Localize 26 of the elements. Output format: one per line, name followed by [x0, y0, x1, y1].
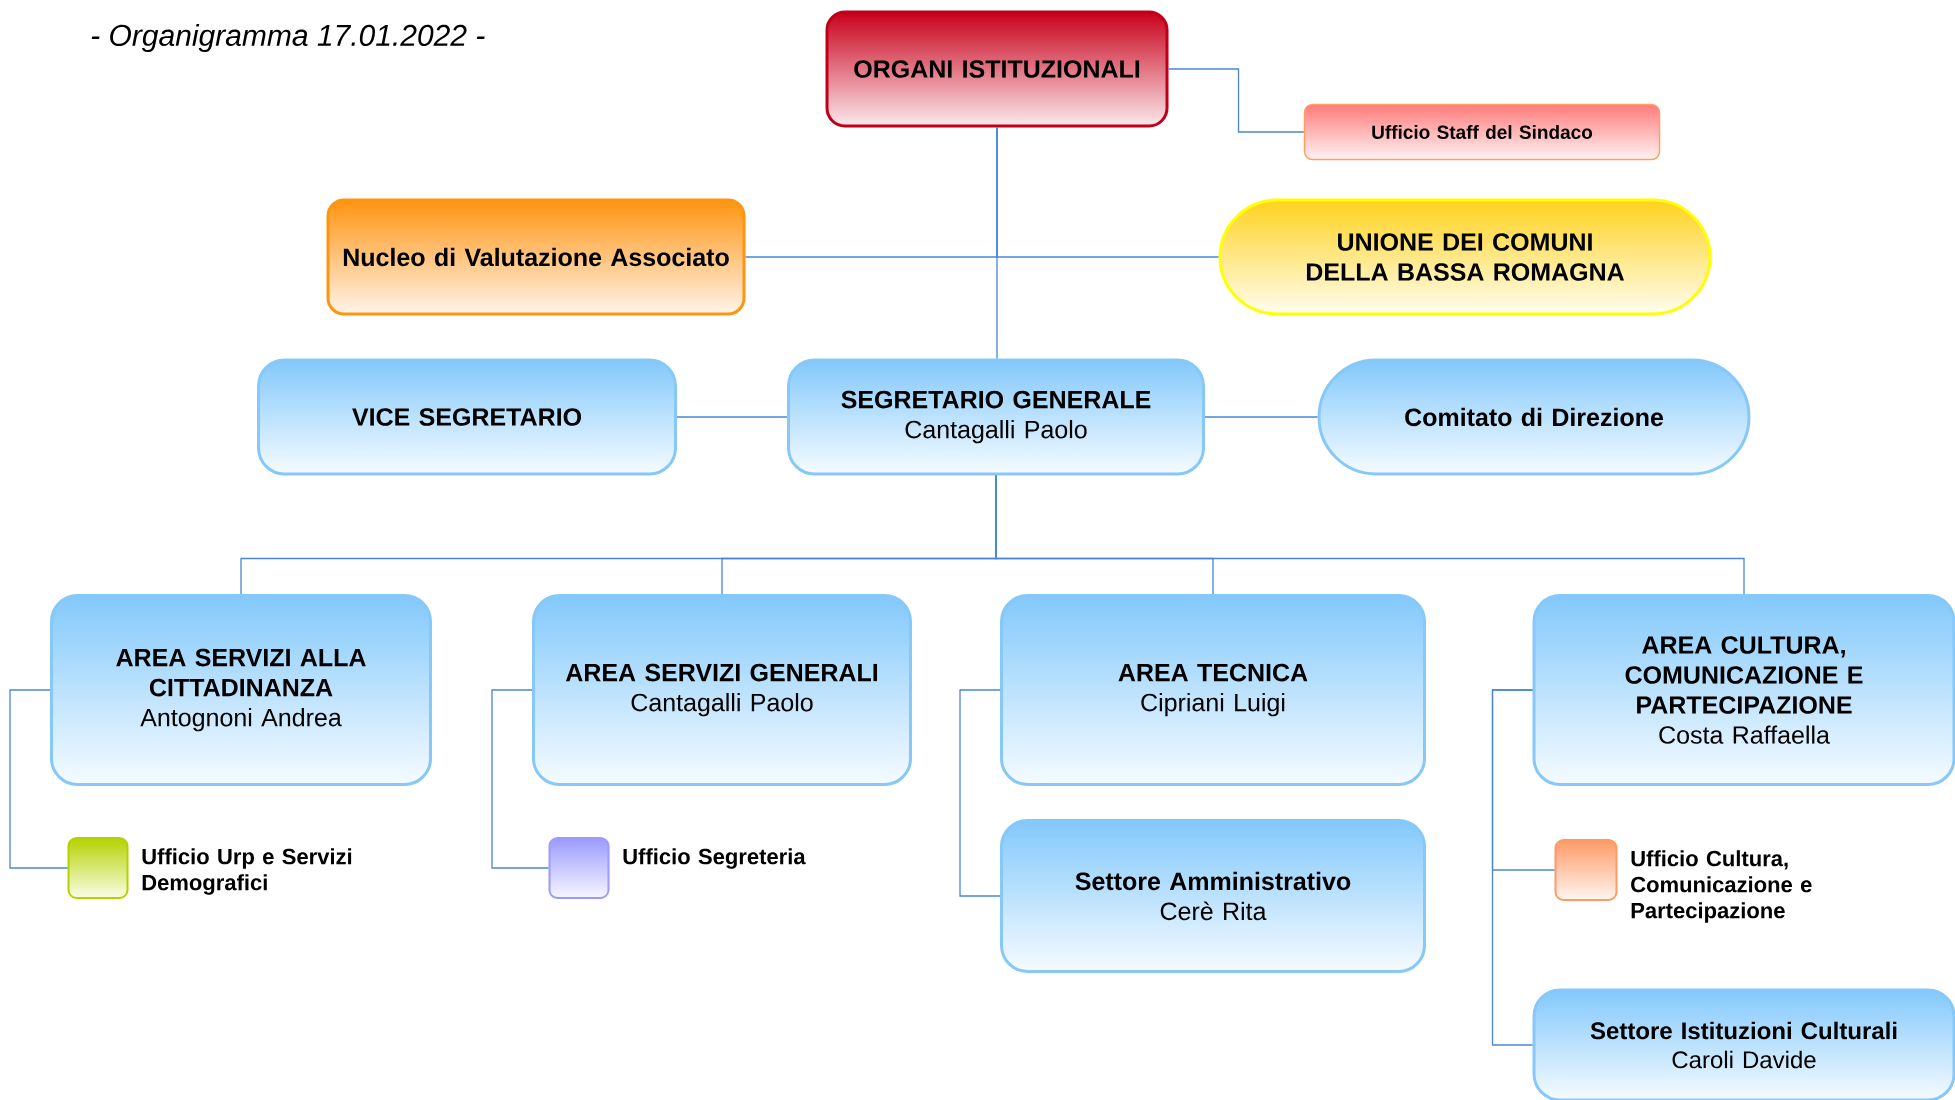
connector-line — [995, 474, 1745, 595]
connector-line — [996, 126, 998, 360]
connector-line — [959, 689, 1001, 897]
connector-line — [1491, 689, 1534, 1046]
connector-line — [491, 689, 550, 869]
evaluation-box: Nucleo di Valutazione Associato — [326, 198, 746, 316]
diagram-title: - Organigramma 17.01.2022 - — [91, 24, 485, 52]
role-box: SEGRETARIO GENERALE Cantagalli Paolo — [787, 358, 1205, 476]
office-label: Ufficio Segreteria — [623, 848, 806, 869]
role-box: VICE SEGRETARIO — [257, 358, 677, 476]
area-box: AREA TECNICA Cipriani Luigi — [1000, 594, 1426, 786]
connector-line — [1204, 416, 1319, 418]
sector-box: Settore Istituzioni Culturali Caroli Davide — [1532, 988, 1955, 1100]
sector-box: Settore Amministrativo Cerè Rita — [1000, 819, 1426, 973]
connector-line — [1167, 68, 1305, 133]
committee-pill: Comitato di Direzione — [1317, 358, 1751, 476]
connector-line — [676, 416, 788, 418]
office-label: Ufficio Urp e Servizi Demografici — [142, 848, 352, 895]
union-pill: UNIONE DEI COMUNI DELLA BASSA ROMAGNA — [1218, 198, 1712, 316]
office-label: Ufficio Cultura, Comunicazione e Partecipazione — [1631, 850, 1812, 923]
office-box: Ufficio Staff del Sindaco — [1303, 103, 1661, 161]
connector-line — [9, 689, 69, 869]
area-box: AREA SERVIZI GENERALI Cantagalli Paolo — [532, 594, 912, 786]
area-box: AREA CULTURA, COMUNICAZIONE E PARTECIPAZIONE Costa Raffaella — [1532, 594, 1955, 786]
header-box: ORGANI ISTITUZIONALI — [825, 10, 1169, 128]
area-box: AREA SERVIZI ALLA CITTADINANZA Antognoni Andrea — [50, 594, 432, 786]
